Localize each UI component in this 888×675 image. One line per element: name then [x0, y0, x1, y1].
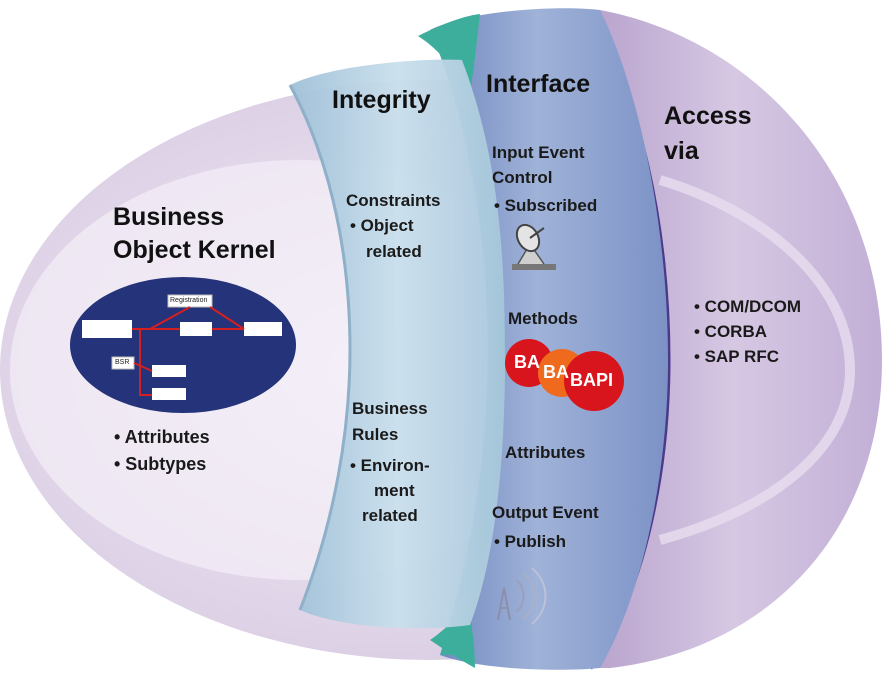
integrity-rules-line: • Environ- — [350, 456, 430, 475]
access-item: • COM/DCOM — [694, 297, 801, 316]
integrity-rules-line: ment — [374, 481, 415, 500]
access-title-line2: via — [664, 137, 699, 165]
input-event-line: • Subscribed — [494, 196, 598, 215]
input-event-line: Input Event — [492, 143, 585, 162]
integrity-rules-line: Business — [352, 399, 428, 418]
satellite-dish-icon — [512, 223, 556, 270]
access-item: • CORBA — [694, 322, 768, 341]
integrity-rules-line: related — [362, 506, 418, 525]
access-title-line1: Access — [664, 102, 752, 130]
integrity-title: Integrity — [332, 86, 431, 114]
kernel-bullet: • Subtypes — [114, 454, 207, 474]
access-item: • SAP RFC — [694, 347, 779, 366]
output-event-line: Output Event — [492, 503, 599, 522]
kernel-object-diagram — [70, 277, 296, 413]
input-event-line: Control — [492, 168, 553, 187]
bapi-badge-label: BA — [543, 362, 569, 382]
bapi-badge-label: BA — [514, 352, 540, 372]
integrity-constraints-line: Constraints — [346, 191, 441, 210]
output-event-line: • Publish — [494, 532, 567, 551]
kernel-diagram-label: Registration — [170, 297, 208, 304]
bapi-badges — [505, 339, 624, 411]
interface-attributes-label: Attributes — [505, 443, 586, 462]
integrity-constraints-line: • Object — [350, 216, 414, 235]
kernel-diagram-label: BSR — [115, 359, 130, 366]
interface-title: Interface — [486, 70, 591, 98]
integrity-rules-line: Rules — [352, 425, 399, 444]
integrity-band — [288, 59, 505, 629]
methods-label: Methods — [508, 309, 578, 328]
kernel-title-line2: Object Kernel — [113, 236, 276, 264]
bapi-badge-label: BAPI — [570, 370, 614, 390]
integrity-constraints-line: related — [366, 242, 422, 261]
kernel-bullet: • Attributes — [114, 427, 210, 447]
kernel-title-line1: Business — [113, 203, 225, 231]
broadcast-antenna-icon — [497, 567, 547, 625]
